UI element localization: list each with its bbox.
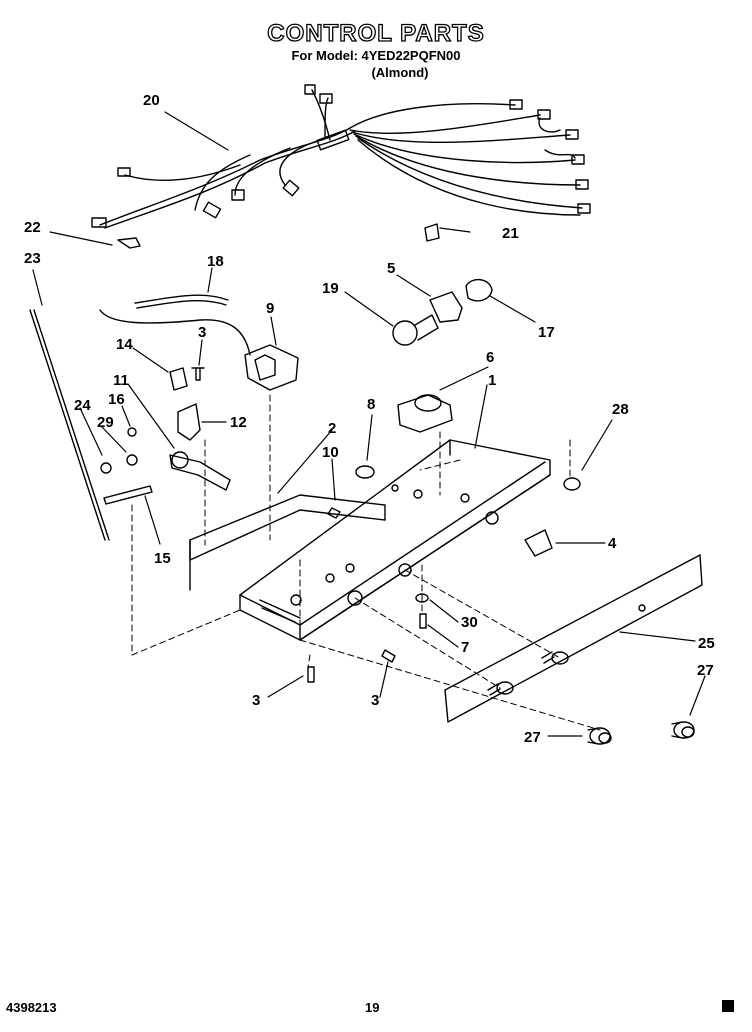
callout-24: 24 [74,397,91,414]
callout-22: 22 [24,219,41,236]
clip-part [524,529,553,557]
knob-part [671,721,695,739]
callout-10: 10 [322,444,339,461]
lamp-holder-part [465,279,493,302]
callout-20: 20 [143,92,160,109]
callout-21: 21 [502,225,519,242]
wiring-harness-part [91,84,591,229]
shaft-part [169,454,231,491]
callout-16: 16 [108,391,125,408]
callout-2: 2 [328,420,336,437]
callout-7: 7 [461,639,469,656]
callout-27: 27 [697,662,714,679]
clip-part [117,237,141,249]
screw-part [381,649,396,663]
screw-part [419,613,427,629]
model-line: For Model: 4YED22PQFN00 [291,48,461,63]
callout-25: 25 [698,635,715,652]
screw-part [191,367,205,381]
damper-link-part [103,485,153,505]
callout-labels: 20 22 23 21 18 5 19 17 9 3 14 11 16 12 2… [24,92,715,746]
callout-29: 29 [97,414,114,431]
lamp-bulb-part [392,314,439,346]
mounting-bracket-part [189,494,386,561]
bracket-part [424,223,440,242]
callout-18: 18 [207,253,224,270]
callout-27: 27 [524,729,541,746]
defrost-timer-part [397,394,453,433]
callout-3: 3 [198,324,206,341]
callout-9: 9 [266,300,274,317]
callout-4: 4 [608,535,617,552]
doc-number: 4398213 [6,1000,57,1015]
dial-bracket-part [177,403,201,441]
lamp-socket-part [429,291,463,323]
cap-part [563,477,581,491]
callout-5: 5 [387,260,395,277]
callout-23: 23 [24,250,41,267]
control-housing-part [239,439,551,641]
callout-8: 8 [367,396,375,413]
rod-part [29,309,106,541]
callout-28: 28 [612,401,629,418]
thermostat-part [244,344,299,391]
callout-15: 15 [154,550,171,567]
screw-part [327,507,341,519]
callout-3: 3 [371,692,379,709]
callout-19: 19 [322,280,339,297]
page-title: CONTROL PARTS [267,19,485,47]
grommet-part [355,465,375,479]
screw-part [307,666,315,683]
callout-11: 11 [113,372,129,389]
callout-3: 3 [252,692,260,709]
control-panel-part [444,554,703,723]
page-number: 19 [365,1000,380,1015]
callout-6: 6 [486,349,494,366]
callout-1: 1 [488,372,496,389]
callout-14: 14 [116,336,133,353]
switch-part [169,367,188,391]
callout-12: 12 [230,414,247,431]
tube-part [134,294,229,304]
callout-30: 30 [461,614,478,631]
corner-mark [722,1000,734,1012]
knob-part [587,727,612,745]
callout-17: 17 [538,324,555,341]
color-line: (Almond) [371,65,429,80]
